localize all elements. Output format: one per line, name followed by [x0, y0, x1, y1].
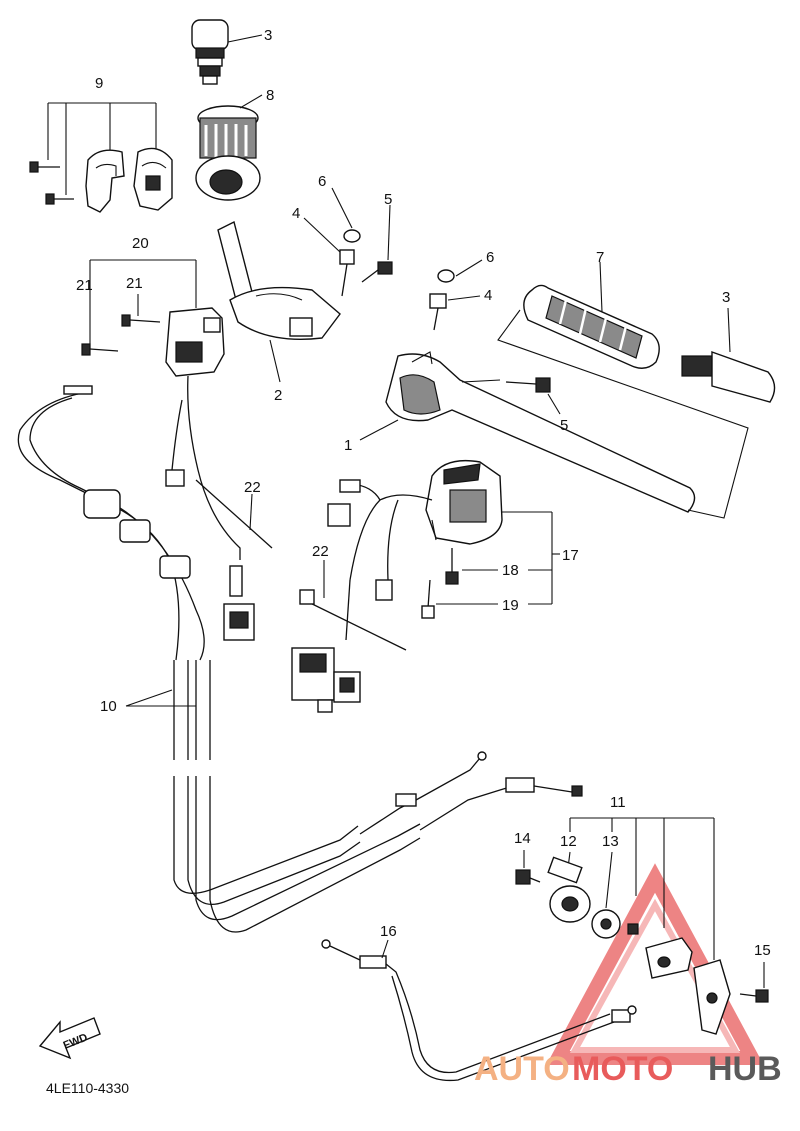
switch-screw-b: [81, 343, 119, 356]
screw-14: [515, 869, 541, 885]
callout-16: 16: [380, 923, 397, 940]
callout-21-inner: 21: [126, 275, 143, 292]
grip-end-top: [191, 19, 229, 85]
callout-6-upper: 6: [318, 173, 326, 190]
callout-18: 18: [502, 562, 519, 579]
throttle-cables: [17, 385, 583, 933]
choke-cable: [321, 939, 637, 1082]
screw-5-lower: [505, 377, 551, 393]
clamp-half-right: [133, 147, 173, 211]
clamp-screw-bottom: [45, 193, 74, 205]
callout-5-upper: 5: [384, 191, 392, 208]
lever-bracket: [645, 937, 731, 1035]
washer-6-lower: [437, 269, 455, 283]
callout-5-lower: 5: [560, 417, 568, 434]
callout-22-right: 22: [312, 543, 329, 560]
callout-17: 17: [562, 547, 579, 564]
grip-end-right: [681, 351, 776, 403]
clamp-screw-top: [29, 161, 60, 173]
fwd-arrow-icon: FWD: [38, 1017, 101, 1060]
callout-20: 20: [132, 235, 149, 252]
callout-19: 19: [502, 597, 519, 614]
callout-6-lower: 6: [486, 249, 494, 266]
handlebar-grip: [523, 284, 660, 369]
right-switch-assembly: [425, 459, 503, 545]
screw-4-upper: [339, 249, 355, 297]
screw-5-upper: [361, 261, 393, 283]
callout-4-lower: 4: [484, 287, 492, 304]
screw-19: [421, 579, 435, 619]
callout-7: 7: [596, 249, 604, 266]
watermark-text: AUTO MOTO HUB: [474, 1050, 782, 1088]
callout-2: 2: [274, 387, 282, 404]
screw-4-lower: [429, 293, 447, 331]
diagram-code: 4LE110-4330: [46, 1080, 129, 1096]
callout-15: 15: [754, 942, 771, 959]
handlebar-right: [385, 351, 696, 513]
watermark-auto: AUTO: [474, 1050, 570, 1088]
callout-3-right: 3: [722, 289, 730, 306]
callout-21-outer: 21: [76, 277, 93, 294]
washer-6-upper: [343, 229, 361, 243]
callout-22-left: 22: [244, 479, 261, 496]
throttle-housing: [217, 220, 341, 340]
screw-15: [739, 989, 769, 1003]
connector-right-small: [327, 503, 351, 527]
clamp-half-left: [85, 149, 125, 213]
callout-10: 10: [100, 698, 117, 715]
callout-3-top: 3: [264, 27, 272, 44]
watermark-hub: HUB: [708, 1050, 782, 1088]
callout-11: 11: [610, 794, 626, 811]
callout-14: 14: [514, 830, 531, 847]
callout-4-upper: 4: [292, 205, 300, 222]
lever-pivot-12: [547, 856, 591, 923]
connector-block: [291, 647, 361, 713]
callout-1: 1: [344, 437, 352, 454]
callout-9: 9: [95, 75, 103, 92]
switch-screw-a: [121, 314, 161, 327]
callout-13: 13: [602, 833, 619, 850]
callout-8: 8: [266, 87, 274, 104]
callout-12: 12: [560, 833, 577, 850]
screw-18: [445, 548, 459, 585]
right-switch-small: [165, 307, 225, 377]
washer-13: [591, 909, 621, 939]
watermark-moto: MOTO: [572, 1050, 673, 1088]
throttle-grip: [195, 105, 261, 201]
